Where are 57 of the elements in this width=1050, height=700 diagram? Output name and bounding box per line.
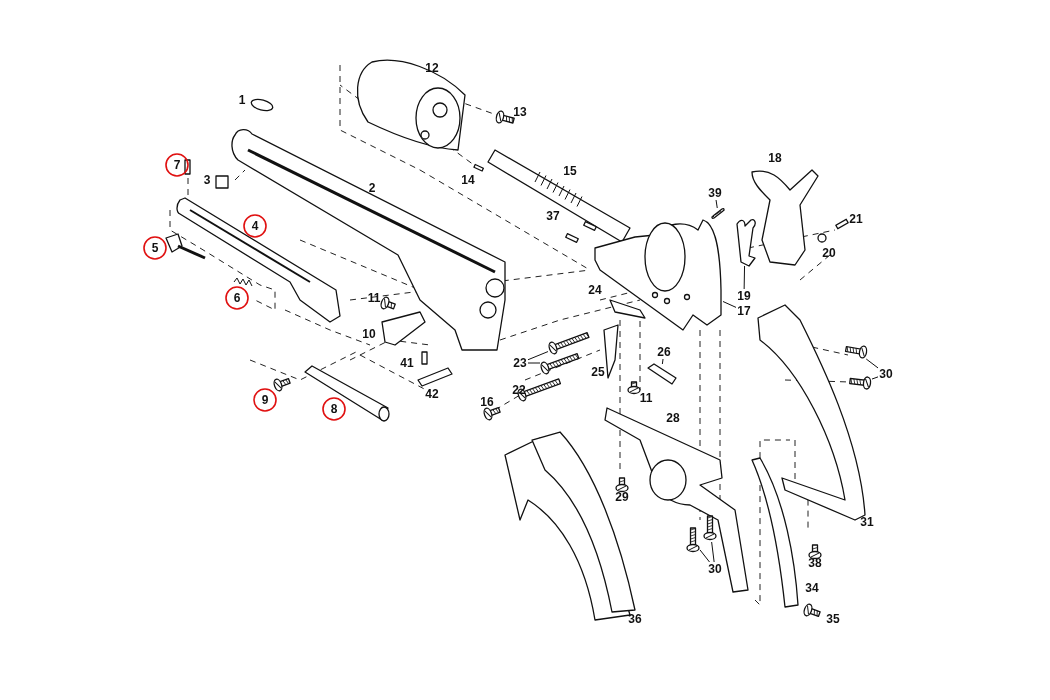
leader-line [743,265,746,290]
callout-number: 24 [588,283,602,297]
callout-number: 14 [461,173,475,187]
callout-number: 11 [367,291,381,305]
pin-drawing [712,208,724,218]
callout-number: 13 [513,105,527,119]
callout-number: 39 [707,186,723,200]
callout-number: 30 [707,562,723,576]
callout-number: 19 [736,289,752,303]
leader-line [871,376,879,380]
callout-number: 28 [666,411,680,425]
callout-number: 8 [330,402,338,416]
callout-number: 37 [546,209,560,223]
callout-number: 36 [628,612,642,626]
spring-plate-drawing [646,364,676,384]
callout-number: 5 [151,241,159,255]
leader-line [527,351,549,361]
callout-number: 30 [878,367,894,381]
callout-number: 7 [173,158,181,172]
callout-number: 12 [425,61,439,75]
callout-number: 1 [238,93,246,107]
leader-line [527,362,541,364]
leader-line [715,199,718,209]
leader-line [711,541,715,563]
callout-number: 18 [768,151,782,165]
leader-line [661,358,664,365]
callout-number: 17 [736,304,752,318]
callout-number: 35 [826,612,840,626]
spring-drawing [733,218,757,266]
callout-number: 42 [425,387,439,401]
screw-drawing [686,528,700,554]
callout-number: 9 [261,393,269,407]
callout-number: 4 [251,219,259,233]
leader-line [699,549,710,563]
screw-drawing [850,376,872,390]
callout-number: 16 [480,395,494,409]
callout-number: 6 [233,291,241,305]
callout-number: 25 [591,365,605,379]
leader-line [865,358,879,369]
callout-number: 20 [822,246,836,260]
callout-number: 34 [805,581,819,595]
leader-line [722,301,737,308]
callout-number: 10 [362,327,376,341]
screw-drawing [846,345,868,359]
callout-number: 23 [512,356,528,370]
callout-number: 11 [639,391,653,405]
screw-drawing [703,516,717,542]
callout-number: 41 [400,356,414,370]
callout-number: 15 [563,164,577,178]
callout-number: 38 [808,556,822,570]
callout-number: 3 [203,173,211,187]
callout-number: 22 [512,383,526,397]
callout-number: 2 [368,181,376,195]
callout-number: 31 [860,515,874,529]
callout-number: 26 [656,345,672,359]
callout-number: 21 [849,212,863,226]
callout-number: 29 [615,490,629,504]
